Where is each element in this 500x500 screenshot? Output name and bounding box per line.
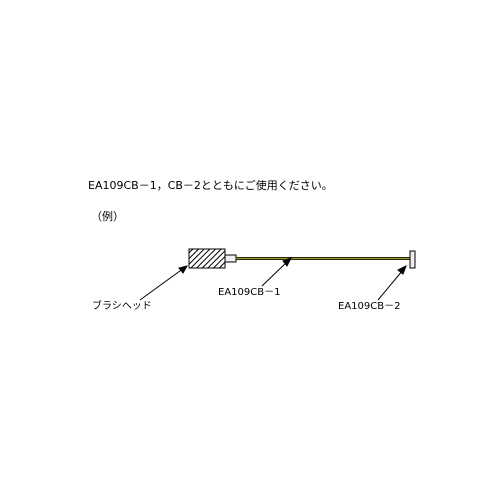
arrow-brush-head-tip (178, 265, 189, 274)
handle-ea109cb-2 (409, 250, 416, 269)
arrow-cb1-tip (282, 257, 293, 267)
label-brush-head: ブラシヘッド (92, 301, 152, 312)
label-ea109cb-1: EA109CB－1 (218, 287, 281, 298)
example-label: （例） (91, 210, 124, 223)
arrow-cb2 (377, 269, 404, 301)
brush-connector (224, 254, 237, 263)
arrow-brush-head (139, 267, 185, 301)
arrow-cb1 (261, 260, 289, 287)
brush-head-block (188, 248, 226, 269)
label-ea109cb-2: EA109CB－2 (338, 301, 401, 312)
instruction-text: EA109CB－1，CB－2とともにご使用ください。 (88, 179, 333, 192)
arrow-cb2-tip (397, 264, 407, 275)
